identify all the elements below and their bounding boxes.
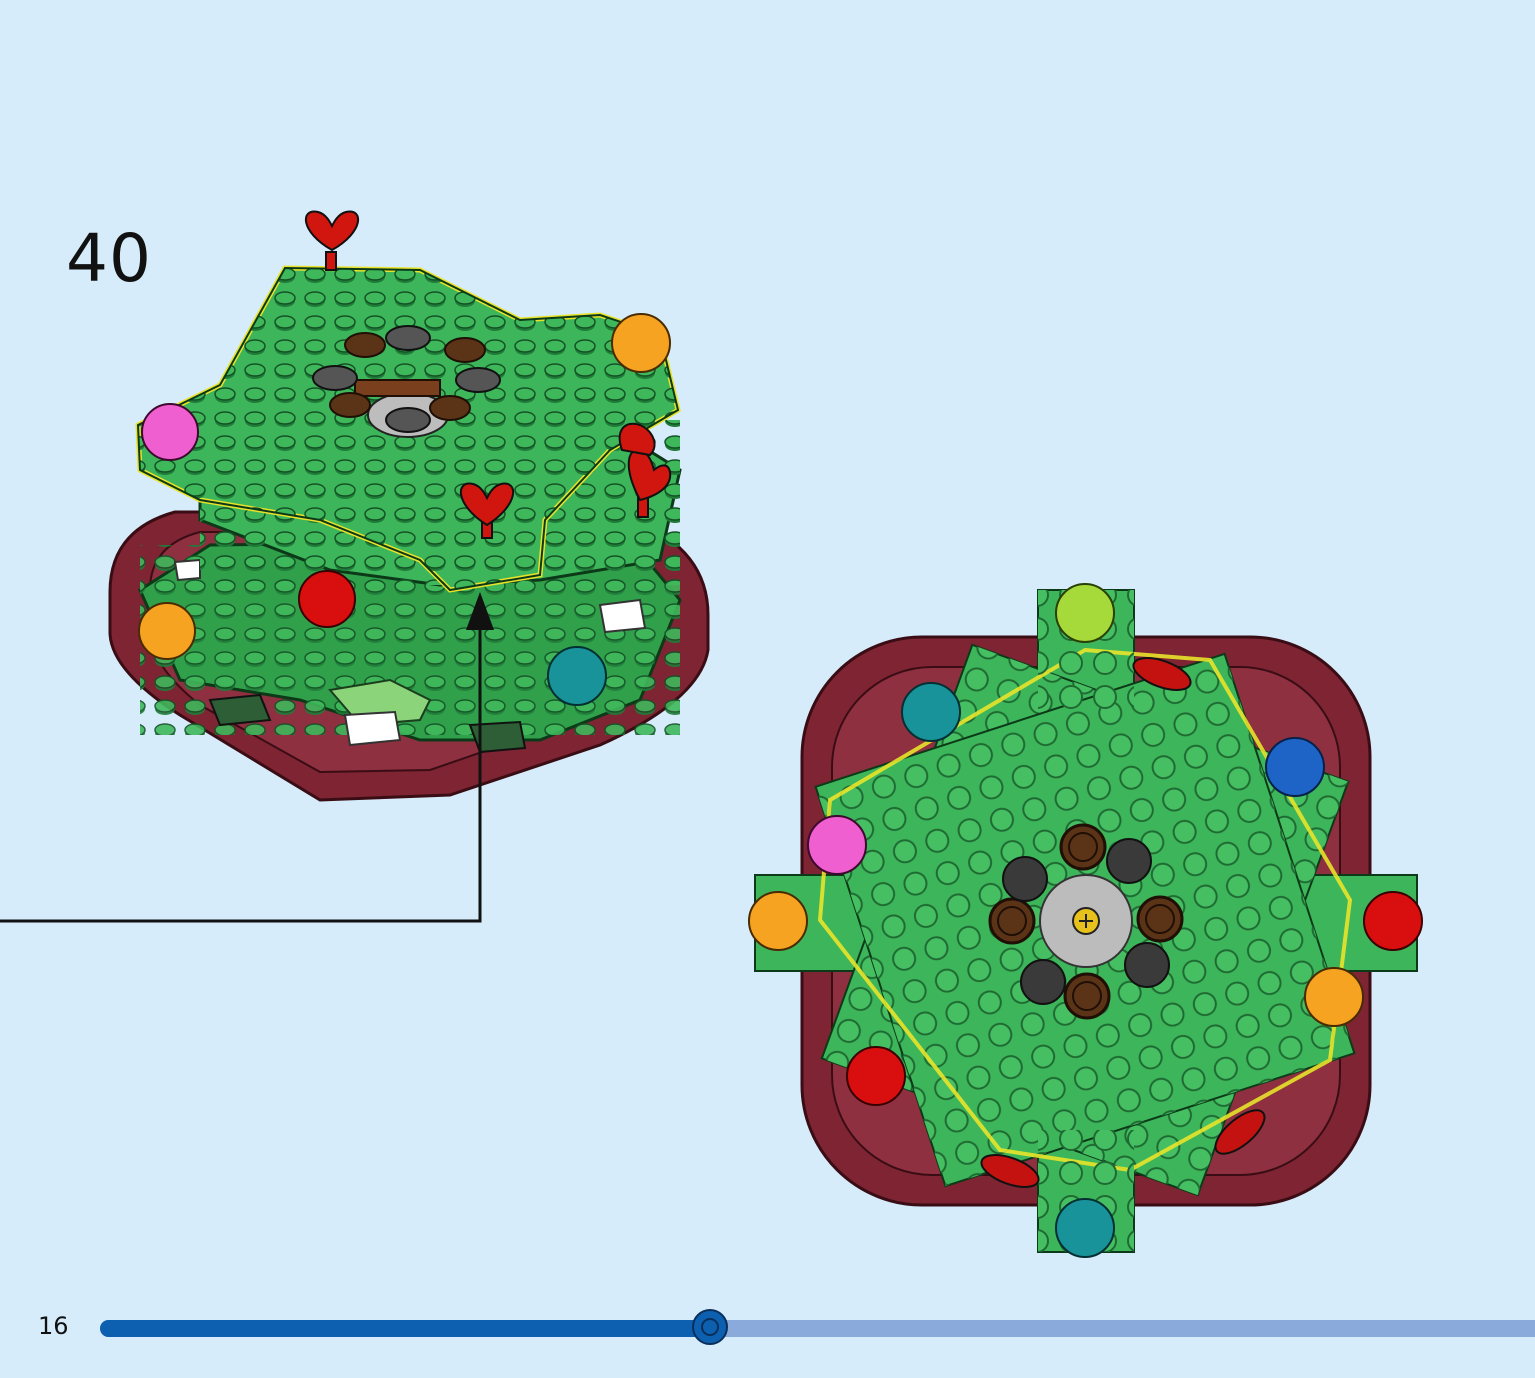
heart-icon [1214, 1109, 1266, 1155]
orange-ornament [1304, 967, 1364, 1027]
red-ornament [846, 1046, 906, 1106]
christmas-tree-model-icon [108, 210, 710, 802]
pink-ornament [807, 815, 867, 875]
pink-ornament [141, 403, 199, 461]
progress-fill [100, 1320, 710, 1337]
heart-icon [304, 210, 360, 271]
christmas-tree-top-view-icon [748, 583, 1423, 1258]
red-ornament [1363, 891, 1423, 951]
up-arrow-icon [0, 592, 494, 923]
teal-ornament [901, 682, 961, 742]
heart-icon [1132, 657, 1192, 691]
teal-ornament [1055, 1198, 1115, 1258]
blue-ornament [1265, 737, 1325, 797]
orange-ornament [611, 313, 671, 373]
teal-ornament [547, 646, 607, 706]
step-number: 40 [66, 220, 152, 297]
heart-icon [459, 482, 515, 539]
orange-ornament [748, 891, 808, 951]
page-number: 16 [38, 1312, 69, 1340]
heart-icon [618, 422, 672, 518]
heart-icon [980, 1154, 1040, 1188]
red-ornament [298, 570, 356, 628]
lime-ornament [1055, 583, 1115, 643]
progress-knob[interactable] [692, 1309, 728, 1345]
orange-ornament [138, 602, 196, 660]
progress-bar[interactable] [100, 1309, 1535, 1345]
